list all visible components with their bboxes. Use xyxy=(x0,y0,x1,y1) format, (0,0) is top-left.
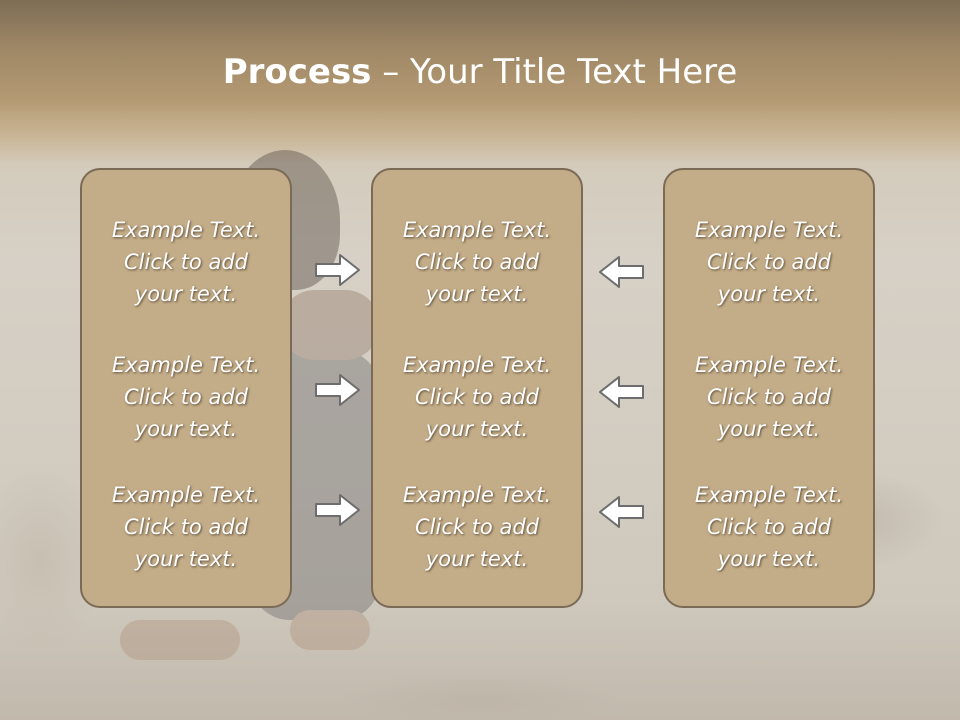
text-line: your text. xyxy=(425,282,529,306)
panel-text[interactable]: Example Text. Click to add your text. xyxy=(373,214,581,310)
panel-text[interactable]: Example Text. Click to add your text. xyxy=(373,479,581,575)
text-line: Click to add xyxy=(706,385,831,409)
text-line: your text. xyxy=(134,282,238,306)
title-bold: Process xyxy=(222,52,372,92)
text-line: Example Text. xyxy=(111,483,261,507)
arrow-left-icon[interactable] xyxy=(597,494,645,530)
text-line: your text. xyxy=(425,547,529,571)
text-line: Click to add xyxy=(123,385,248,409)
arrow-right-icon[interactable] xyxy=(314,492,362,528)
process-panel-left[interactable]: Example Text. Click to add your text. Ex… xyxy=(80,168,292,608)
text-line: Example Text. xyxy=(111,218,261,242)
arrow-left-icon[interactable] xyxy=(597,374,645,410)
text-line: Example Text. xyxy=(402,218,552,242)
panel-text[interactable]: Example Text. Click to add your text. xyxy=(665,349,873,445)
text-line: your text. xyxy=(717,282,821,306)
text-line: Example Text. xyxy=(402,483,552,507)
floor xyxy=(0,600,960,720)
text-line: your text. xyxy=(717,547,821,571)
process-panel-right[interactable]: Example Text. Click to add your text. Ex… xyxy=(663,168,875,608)
text-line: your text. xyxy=(717,417,821,441)
arrow-right-icon[interactable] xyxy=(314,252,362,288)
text-line: Click to add xyxy=(123,515,248,539)
slide-title[interactable]: Process – Your Title Text Here xyxy=(0,52,960,92)
text-line: your text. xyxy=(134,417,238,441)
text-line: your text. xyxy=(425,417,529,441)
title-rest: – Your Title Text Here xyxy=(371,52,738,92)
panel-text[interactable]: Example Text. Click to add your text. xyxy=(82,214,290,310)
arrow-left-icon[interactable] xyxy=(597,254,645,290)
text-line: Example Text. xyxy=(694,353,844,377)
text-line: Click to add xyxy=(706,515,831,539)
panel-text[interactable]: Example Text. Click to add your text. xyxy=(665,479,873,575)
text-line: Click to add xyxy=(123,250,248,274)
panel-text[interactable]: Example Text. Click to add your text. xyxy=(82,349,290,445)
arrow-right-icon[interactable] xyxy=(314,372,362,408)
text-line: Example Text. xyxy=(111,353,261,377)
panel-text[interactable]: Example Text. Click to add your text. xyxy=(82,479,290,575)
text-line: Example Text. xyxy=(694,218,844,242)
text-line: Click to add xyxy=(414,250,539,274)
text-line: your text. xyxy=(134,547,238,571)
text-line: Example Text. xyxy=(402,353,552,377)
panel-text[interactable]: Example Text. Click to add your text. xyxy=(665,214,873,310)
text-line: Click to add xyxy=(414,385,539,409)
text-line: Click to add xyxy=(414,515,539,539)
panel-text[interactable]: Example Text. Click to add your text. xyxy=(373,349,581,445)
text-line: Example Text. xyxy=(694,483,844,507)
process-panel-center[interactable]: Example Text. Click to add your text. Ex… xyxy=(371,168,583,608)
text-line: Click to add xyxy=(706,250,831,274)
